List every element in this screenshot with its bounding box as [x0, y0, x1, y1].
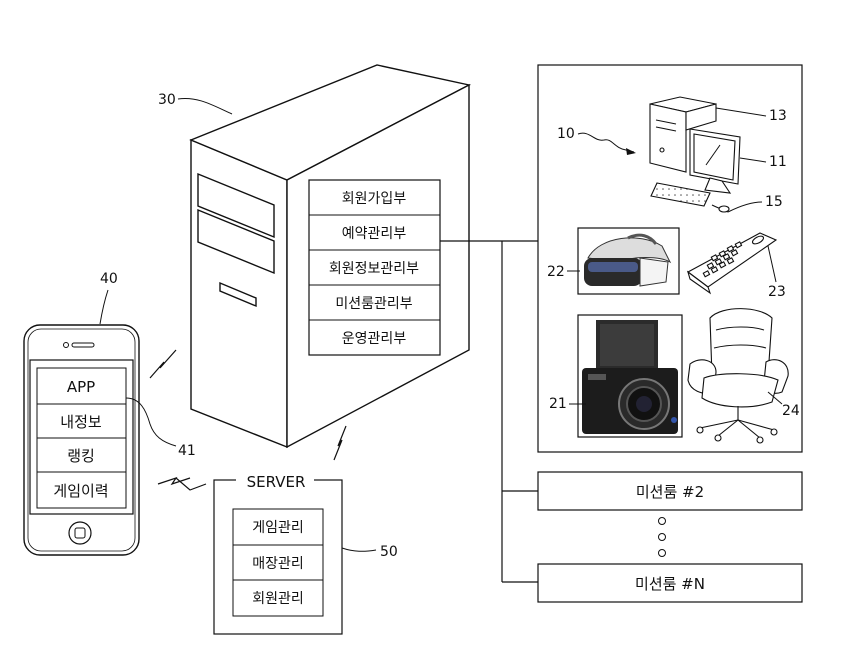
phone-menu-game-history: 게임이력: [53, 482, 108, 500]
system-ref: 10: [557, 126, 575, 142]
server-title: SERVER: [247, 473, 306, 491]
module-member-info: 회원정보관리부: [329, 261, 419, 277]
wireless-icon: [149, 349, 347, 491]
remote-controller-icon: [686, 232, 778, 295]
computer-ref: 13: [769, 108, 787, 124]
chair-icon: [687, 308, 789, 444]
server-ref: 50: [380, 544, 398, 560]
camera-icon: [582, 320, 678, 434]
keyboard-ref: 15: [765, 194, 783, 210]
server-module-game: 게임관리: [252, 520, 304, 536]
server-module-member: 회원관리: [252, 591, 304, 607]
phone-app-ref: 41: [178, 443, 196, 459]
chair-ref: 24: [782, 403, 800, 419]
desktop-pc-icon: [649, 96, 741, 213]
module-operations: 운영관리부: [342, 331, 407, 347]
monitor-ref: 11: [769, 154, 787, 170]
server-box: SERVER 게임관리 매장관리 회원관리: [213, 473, 343, 635]
mission-room-2-label: 미션룸 #2: [636, 483, 704, 501]
vr-headset-icon: [584, 233, 672, 287]
tower-ref: 30: [158, 92, 176, 108]
front-slot: [219, 281, 257, 308]
module-signup: 회원가입부: [342, 191, 407, 207]
remote-ref: 23: [768, 284, 786, 300]
ellipsis-dots: [658, 517, 666, 557]
module-mission-room: 미션룸관리부: [335, 296, 412, 312]
tower-module-box: 회원가입부 예약관리부 회원정보관리부 미션룸관리부 운영관리부: [308, 179, 441, 356]
mission-room-2-box: 미션룸 #2: [537, 471, 803, 511]
phone-menu-my-info: 내정보: [60, 413, 102, 431]
server-module-store: 매장관리: [252, 556, 304, 572]
phone-ref: 40: [100, 271, 118, 287]
phone-menu-ranking: 랭킹: [67, 447, 95, 465]
drive-bay-2: [197, 208, 275, 275]
drive-bay-1: [197, 172, 275, 239]
module-reservation: 예약관리부: [342, 226, 407, 242]
bus-lines: [440, 240, 538, 583]
vr-headset-ref: 22: [547, 264, 565, 280]
mission-room-n-box: 미션룸 #N: [537, 563, 803, 603]
phone-menu-app: APP: [67, 378, 95, 396]
phone-menu: APP 내정보 랭킹 게임이력: [36, 367, 127, 509]
camera-ref: 21: [549, 396, 567, 412]
mission-room-n-label: 미션룸 #N: [635, 575, 705, 593]
